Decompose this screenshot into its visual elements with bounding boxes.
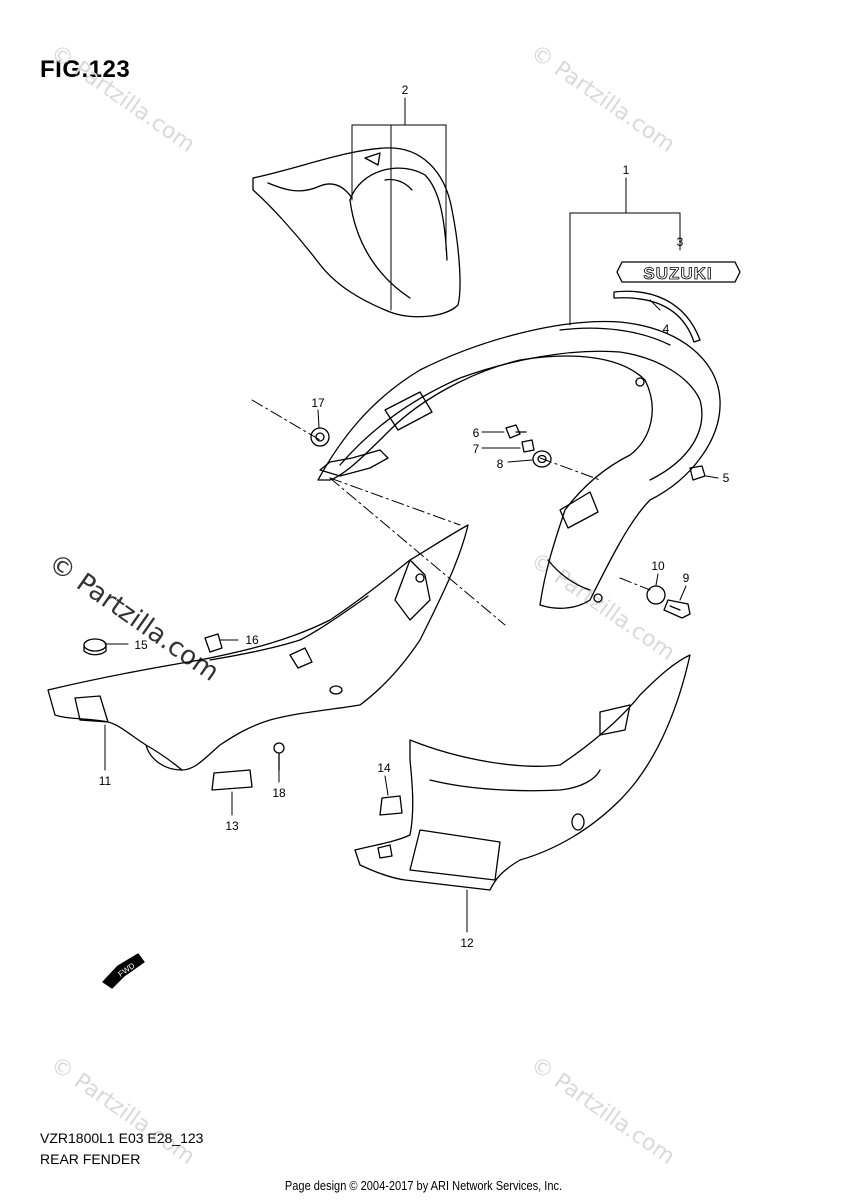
part-pad[interactable] bbox=[379, 795, 403, 816]
callout-10: 10 bbox=[651, 559, 665, 573]
footer-copyright: Page design © 2004-2017 by ARI Network S… bbox=[284, 1178, 563, 1193]
callout-17: 17 bbox=[311, 396, 325, 410]
callout-15: 15 bbox=[134, 638, 148, 652]
callout-7: 7 bbox=[473, 442, 480, 456]
callout-14: 14 bbox=[377, 761, 391, 775]
part-clip[interactable] bbox=[689, 465, 706, 481]
part-side-cover[interactable] bbox=[354, 654, 691, 891]
part-suzuki-badge[interactable]: SUZUKI bbox=[616, 261, 741, 283]
part-bolt-grommet-9-10[interactable] bbox=[646, 585, 691, 619]
fwd-arrow-icon: FWD bbox=[102, 953, 145, 989]
model-code: VZR1800L1 E03 E28_123 bbox=[40, 1130, 204, 1146]
callout-12: 12 bbox=[460, 936, 474, 950]
part-clip-16[interactable] bbox=[204, 633, 223, 653]
callout-11: 11 bbox=[99, 774, 112, 788]
leader-lines bbox=[104, 97, 719, 933]
callout-16: 16 bbox=[245, 633, 259, 647]
callout-5: 5 bbox=[723, 471, 730, 485]
part-seat-cowl[interactable] bbox=[252, 147, 461, 318]
figure-title: FIG.123 bbox=[40, 56, 131, 83]
callout-9: 9 bbox=[683, 571, 690, 585]
callout-1: 1 bbox=[623, 163, 630, 177]
part-rear-fender-rail[interactable] bbox=[317, 320, 721, 609]
part-trim-strip[interactable] bbox=[613, 290, 701, 343]
callout-3: 3 bbox=[677, 235, 684, 249]
part-grommet-15[interactable] bbox=[83, 638, 107, 656]
part-bolt-collar-grommet[interactable] bbox=[505, 424, 552, 468]
part-screw-18[interactable] bbox=[273, 742, 285, 771]
callout-4: 4 bbox=[663, 322, 670, 336]
callout-8: 8 bbox=[497, 457, 504, 471]
part-grommet-17[interactable] bbox=[310, 427, 330, 447]
part-reflector[interactable] bbox=[211, 769, 253, 791]
badge-text: SUZUKI bbox=[643, 264, 712, 283]
callout-2: 2 bbox=[402, 83, 409, 97]
part-rear-fender[interactable] bbox=[47, 524, 469, 771]
callout-numbers: 1 2 3 4 5 6 7 8 9 10 11 12 13 14 15 16 1… bbox=[99, 83, 730, 950]
part-group-name: REAR FENDER bbox=[40, 1151, 141, 1167]
callout-13: 13 bbox=[225, 819, 239, 833]
callout-18: 18 bbox=[272, 786, 286, 800]
callout-6: 6 bbox=[473, 426, 480, 440]
